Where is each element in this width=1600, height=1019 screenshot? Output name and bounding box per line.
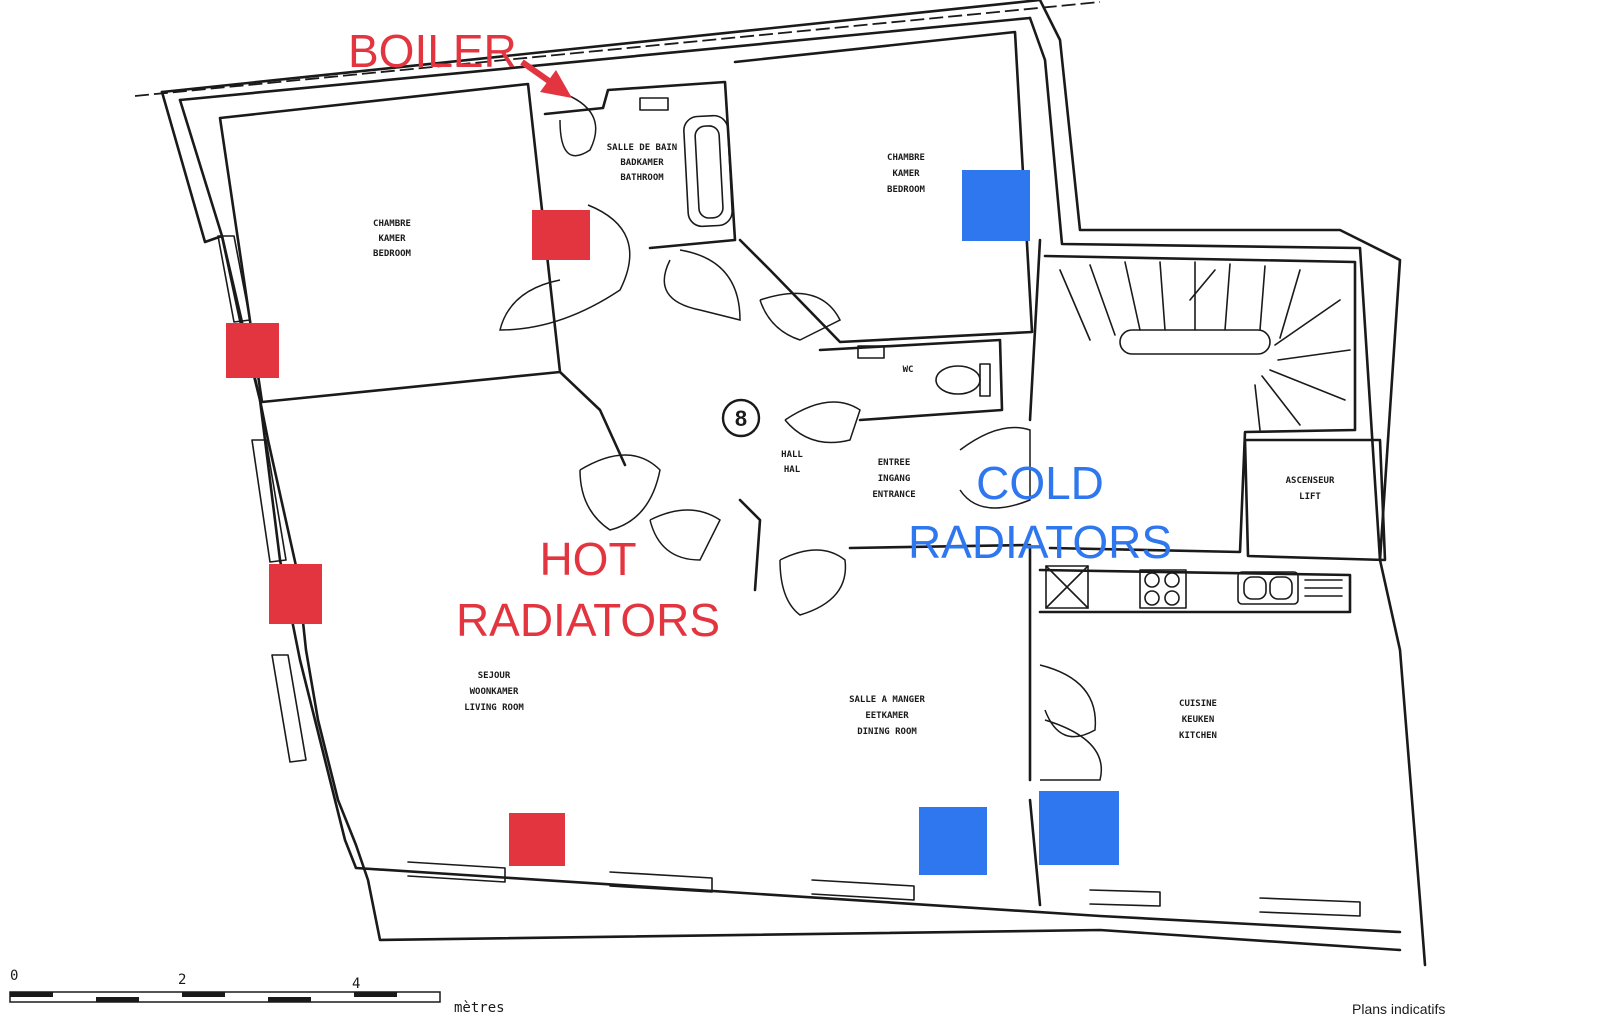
hot-radiator-bedroom-left-door <box>532 210 590 260</box>
room-label-lift-2: LIFT <box>1299 492 1321 502</box>
scale-tick-4: 4 <box>352 976 360 992</box>
cold-radiator-dining <box>919 807 987 875</box>
room-label-bathroom-1: SALLE DE BAIN <box>607 143 677 153</box>
room-label-kitchen-2: KEUKEN <box>1182 715 1215 725</box>
room-label-kitchen-3: KITCHEN <box>1179 731 1217 741</box>
room-label-bedroom-right-1: CHAMBRE <box>887 153 925 163</box>
boiler-label: BOILER <box>348 25 517 77</box>
door-swings <box>499 91 1102 781</box>
wc-walls <box>818 338 1004 422</box>
hot-radiator-living-left <box>269 564 322 624</box>
hot-radiator-bedroom-left-window <box>226 323 279 378</box>
hot-radiator-living-bottom <box>509 813 565 866</box>
footer-note: Plans indicatifs <box>1352 1001 1445 1017</box>
room-label-bedroom-left-1: CHAMBRE <box>373 219 411 229</box>
kitchen-fixtures <box>1045 565 1343 609</box>
room-label-bathroom-2: BADKAMER <box>620 158 664 168</box>
room-label-entrance-1: ENTREE <box>878 458 911 468</box>
interior-walls <box>558 238 1352 907</box>
room-label-bedroom-right-2: KAMER <box>892 169 920 179</box>
lift-walls <box>1243 438 1387 562</box>
right-bedroom-walls <box>733 30 1034 344</box>
room-label-dining-1: SALLE A MANGER <box>849 695 925 705</box>
left-windows <box>217 235 307 763</box>
bottom-windows <box>407 861 1361 917</box>
cold-radiators-label-line1: COLD <box>976 457 1104 509</box>
room-label-lift-1: ASCENSEUR <box>1286 476 1335 486</box>
hot-radiators-label-line1: HOT <box>539 533 636 585</box>
room-label-entrance-3: ENTRANCE <box>872 490 915 500</box>
room-label-dining-3: DINING ROOM <box>857 727 917 737</box>
property-line <box>134 1 1101 97</box>
room-label-hall-1: HALL <box>781 450 803 460</box>
room-label-dining-2: EETKAMER <box>865 711 909 721</box>
cold-radiators-label-line2: RADIATORS <box>908 516 1172 568</box>
unit-number: 8 <box>735 406 747 431</box>
hot-radiators <box>226 210 590 866</box>
room-label-bedroom-left-2: KAMER <box>378 234 406 244</box>
room-label-wc: WC <box>903 365 914 375</box>
room-labels: CHAMBRE KAMER BEDROOM SALLE DE BAIN BADK… <box>373 143 1335 741</box>
room-label-bathroom-3: BATHROOM <box>620 173 664 183</box>
cold-radiators <box>919 170 1119 875</box>
bathroom-walls <box>543 80 737 250</box>
outer-walls <box>160 0 1427 967</box>
stairwell <box>1043 254 1357 554</box>
cold-radiator-bedroom-right <box>962 170 1030 241</box>
boiler-arrow-icon <box>520 59 572 98</box>
hot-radiators-label-line2: RADIATORS <box>456 594 720 646</box>
room-label-living-1: SEJOUR <box>478 671 511 681</box>
scale-tick-2: 2 <box>178 972 186 988</box>
cold-radiator-kitchen <box>1039 791 1119 865</box>
room-label-entrance-2: INGANG <box>878 474 911 484</box>
room-label-living-3: LIVING ROOM <box>464 703 524 713</box>
scale-bar: 0 2 4 mètres <box>9 968 505 1016</box>
room-label-bedroom-right-3: BEDROOM <box>887 185 926 195</box>
room-label-living-2: WOONKAMER <box>470 687 519 697</box>
scale-unit: mètres <box>454 1000 505 1016</box>
scale-tick-0: 0 <box>10 968 18 984</box>
room-label-bedroom-left-3: BEDROOM <box>373 249 412 259</box>
room-label-hall-2: HAL <box>784 465 801 475</box>
unit-number-circle <box>721 398 761 438</box>
room-label-kitchen-1: CUISINE <box>1179 699 1217 709</box>
